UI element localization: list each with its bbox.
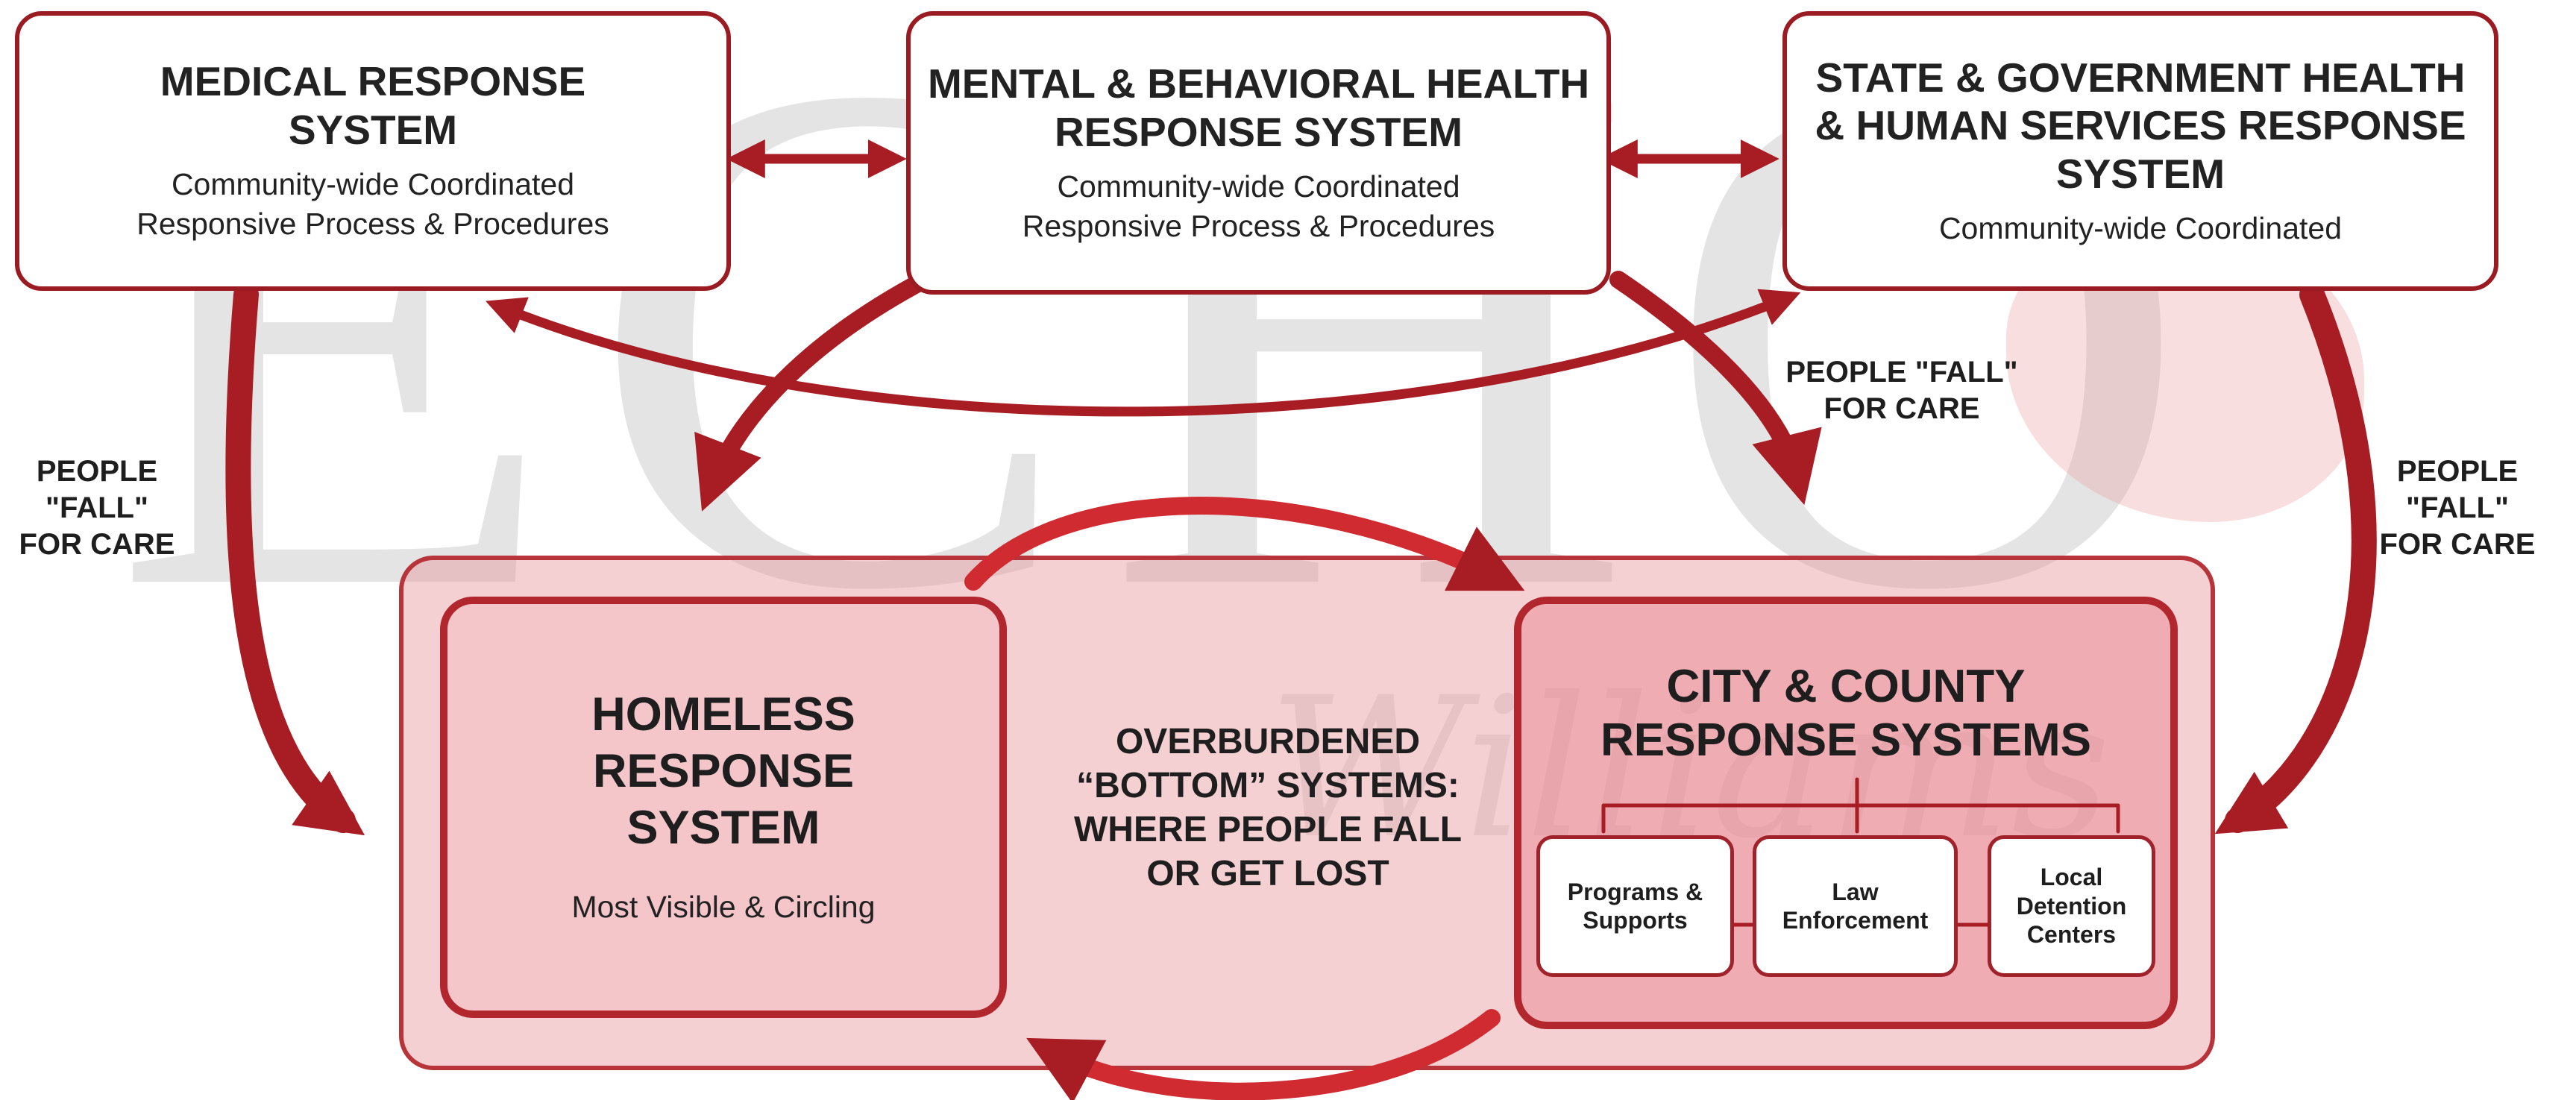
homeless-subtitle: Most Visible & Circling xyxy=(571,890,876,925)
fall-line: "FALL" xyxy=(45,491,148,524)
homeless-title-line: HOMELESS xyxy=(591,688,855,741)
city-title-line: CITY & COUNTY xyxy=(1666,661,2026,712)
fall-arrow-left xyxy=(225,282,365,836)
sub-box-line: Law xyxy=(1832,878,1879,905)
law-enforcement-box: Law Enforcement xyxy=(1753,835,1958,977)
center-line: “BOTTOM” SYSTEMS: xyxy=(1076,766,1460,806)
sub-box-line: Supports xyxy=(1583,907,1688,934)
subtitle-line: Community-wide Coordinated xyxy=(171,167,575,202)
box-subtitle: Community-wide Coordinated Responsive Pr… xyxy=(136,165,609,245)
box-subtitle: Community-wide Coordinated xyxy=(1939,209,2342,248)
medical-response-box: MEDICAL RESPONSE SYSTEM Community-wide C… xyxy=(15,11,731,291)
circle-arrow-top xyxy=(964,497,1525,591)
city-county-title: CITY & COUNTY RESPONSE SYSTEMS xyxy=(1521,660,2170,767)
subtitle-line: Community-wide Coordinated xyxy=(1057,169,1460,204)
sub-box-line: Local xyxy=(2040,864,2103,891)
box-title: MENTAL & BEHAVIORAL HEALTH RESPONSE SYST… xyxy=(927,60,1590,155)
subtitle-line: Community-wide Coordinated xyxy=(1938,211,2343,246)
fall-line: FOR CARE xyxy=(19,527,175,561)
overburdened-systems-text: OVERBURDENED “BOTTOM” SYSTEMS: WHERE PEO… xyxy=(1029,720,1507,896)
sub-box-line: Enforcement xyxy=(1782,907,1929,934)
fall-line: PEOPLE xyxy=(36,455,158,488)
programs-supports-box: Programs & Supports xyxy=(1536,835,1734,977)
homeless-title-line: RESPONSE xyxy=(592,745,855,798)
fall-line: PEOPLE xyxy=(2396,455,2519,488)
box-title: STATE & GOVERNMENT HEALTH & HUMAN SERVIC… xyxy=(1815,54,2466,198)
sub-box-line: Centers xyxy=(2026,921,2117,949)
fall-label-right: PEOPLE "FALL" FOR CARE xyxy=(2364,453,2551,562)
fall-arrow-right xyxy=(2214,282,2377,835)
center-line: WHERE PEOPLE FALL xyxy=(1073,810,1463,850)
mental-to-homeless-arrow xyxy=(694,271,934,512)
box-subtitle: Community-wide Coordinated Responsive Pr… xyxy=(1022,167,1495,247)
circle-arrow-bottom xyxy=(1026,1009,1501,1100)
state-government-response-box: STATE & GOVERNMENT HEALTH & HUMAN SERVIC… xyxy=(1782,11,2498,291)
fall-line: PEOPLE "FALL" xyxy=(1785,356,2018,389)
center-line: OVERBURDENED xyxy=(1115,722,1421,761)
local-detention-centers-box: Local Detention Centers xyxy=(1988,835,2155,977)
mental-behavioral-response-box: MENTAL & BEHAVIORAL HEALTH RESPONSE SYST… xyxy=(906,11,1611,295)
medical-state-curve-arrow xyxy=(485,289,1801,417)
city-title-line: RESPONSE SYSTEMS xyxy=(1600,714,2092,766)
subtitle-line: Responsive Process & Procedures xyxy=(1022,208,1495,243)
fall-line: "FALL" xyxy=(2406,491,2509,524)
sub-box-line: Programs & xyxy=(1567,878,1703,905)
fall-label-left: PEOPLE "FALL" FOR CARE xyxy=(15,453,179,562)
subtitle-line: Responsive Process & Procedures xyxy=(136,207,609,242)
city-branch-lines xyxy=(1601,777,2120,927)
center-line: OR GET LOST xyxy=(1146,854,1389,894)
homeless-title-line: SYSTEM xyxy=(626,801,820,854)
box-title: MEDICAL RESPONSE SYSTEM xyxy=(160,58,586,154)
fall-line: FOR CARE xyxy=(2379,527,2536,561)
sub-box-line: Detention xyxy=(2016,892,2127,920)
homeless-response-box: HOMELESS RESPONSE SYSTEM Most Visible & … xyxy=(440,597,1007,1018)
fall-line: FOR CARE xyxy=(1823,392,1980,425)
homeless-title: HOMELESS RESPONSE SYSTEM xyxy=(591,687,855,856)
fall-label-middle: PEOPLE "FALL" FOR CARE xyxy=(1745,354,2058,427)
